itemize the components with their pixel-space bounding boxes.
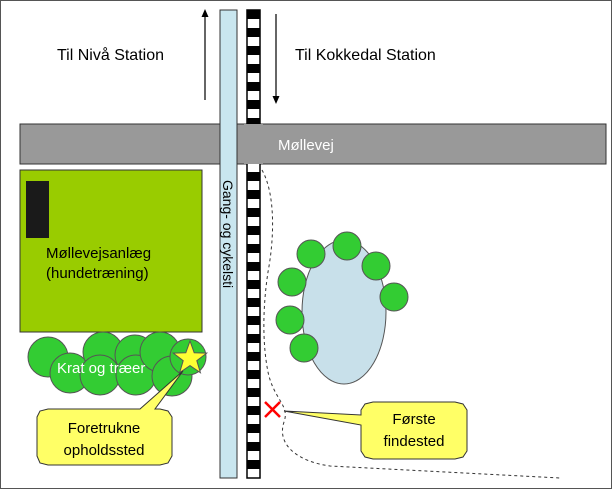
rail-segment [247,244,260,253]
star-icon [171,339,209,374]
north-arrow-icon [201,9,209,100]
callout-right-line2: findested [384,433,445,450]
rail-segment [247,460,260,469]
park-area [19,169,203,333]
tree [296,239,326,269]
tree [379,282,409,312]
rail-segment [247,334,260,343]
rail-segment [247,424,260,433]
shrubs-label: Krat og træer [57,360,145,377]
rail-segment [247,442,260,451]
north-direction-label: Til Nivå Station [57,46,164,64]
rail-segment [247,118,260,127]
road-label: Møllevej [278,137,334,154]
rail-segment [247,226,260,235]
tree [277,267,307,297]
rail-segment [247,172,260,181]
rail-segment [247,64,260,73]
rail-segment [247,406,260,415]
rail-segment [247,316,260,325]
cycle-path [219,9,238,479]
tree [275,305,305,335]
rail-segment [247,10,260,19]
south-arrow-icon [272,14,280,104]
rail-segment [247,46,260,55]
tree [332,231,362,261]
rail-segment [247,280,260,289]
trail [261,169,561,479]
rail-segment [247,82,260,91]
callout-right-line1: Første [392,411,435,428]
rail-segment [247,262,260,271]
rail-segment [247,190,260,199]
park-name-label: Møllevejsanlæg [46,245,151,262]
building [26,181,49,238]
rail-segment [247,352,260,361]
road-rail-crossing [244,124,263,164]
railway-track [246,9,261,479]
rail-segment [247,298,260,307]
park-use-label: (hundetræning) [46,265,149,282]
cycle-path-label: Gang- og cykelsti [220,180,236,288]
callout-left-line2: opholdssted [64,442,145,459]
callout-first-found: Første findested [283,401,468,460]
pond-trees [275,231,409,363]
rail-segment [247,208,260,217]
road [19,123,607,165]
x-mark-icon [264,401,281,418]
rail-segment [247,388,260,397]
tree [289,333,319,363]
rail-segment [247,28,260,37]
tree [361,251,391,281]
south-direction-label: Til Kokkedal Station [295,47,436,64]
callout-left-line1: Foretrukne [68,420,141,437]
rail-segment [247,370,260,379]
callout-preferred-spot: Foretrukne opholdssted [36,370,184,466]
rail-segment [247,100,260,109]
